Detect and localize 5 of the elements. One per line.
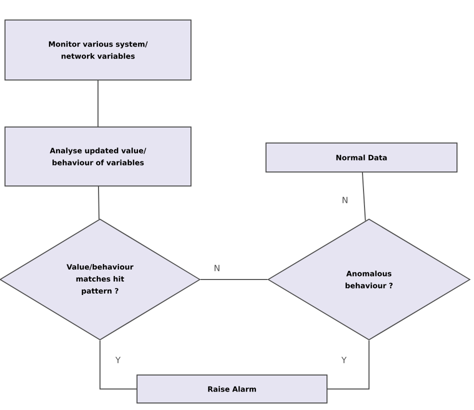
connector-line <box>362 172 366 222</box>
connector-line <box>100 340 137 390</box>
connector-line <box>327 340 370 390</box>
connector-line <box>200 279 268 280</box>
connector-line <box>98 186 100 220</box>
